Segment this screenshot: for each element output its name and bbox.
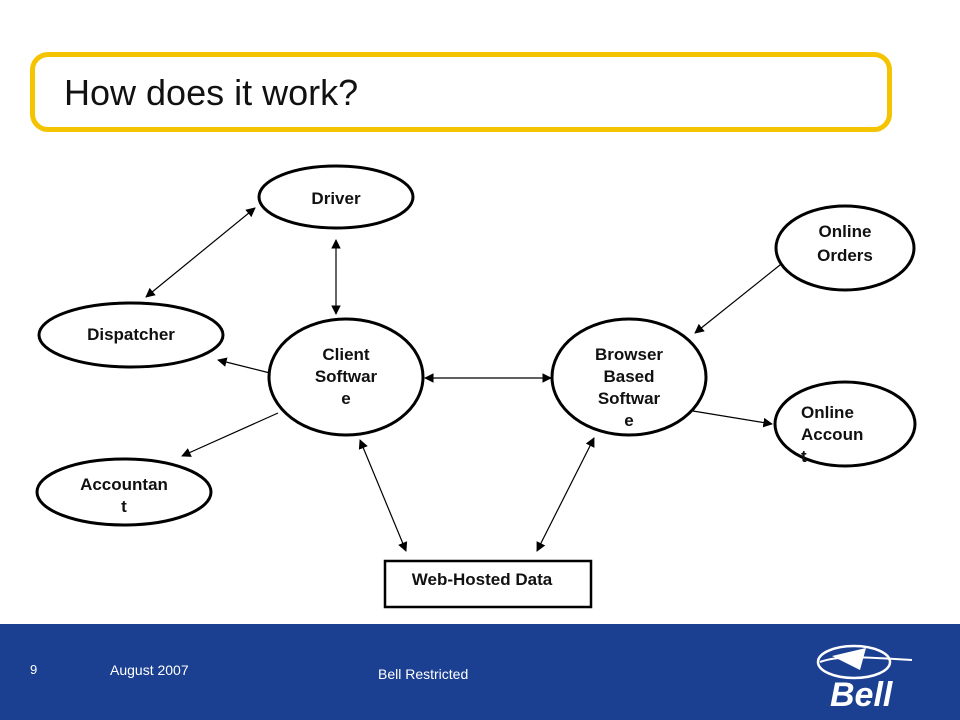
bell-logo: Bell xyxy=(816,644,913,712)
logo-text: Bell xyxy=(830,676,894,712)
arrow-client-dispatcher xyxy=(217,357,271,374)
node-driver: Driver xyxy=(257,164,415,230)
title-frame xyxy=(30,52,892,132)
node-label-line: Dispatcher xyxy=(87,325,175,344)
node-label-line: Browser xyxy=(595,345,663,364)
node-web-hosted-data: Web-Hosted Data xyxy=(383,559,593,609)
classification-label: Bell Restricted xyxy=(378,666,469,682)
arrow-orders-browser xyxy=(694,260,786,334)
footer-date: August 2007 xyxy=(110,662,189,678)
arrow-client-webdata xyxy=(358,439,408,552)
arrow-browser-webdata xyxy=(536,437,595,552)
arrow-browser-account xyxy=(692,410,773,428)
node-label-line: Softwar xyxy=(315,367,378,386)
arrow-driver-dispatcher xyxy=(145,207,256,298)
slide-title: How does it work? xyxy=(64,72,359,113)
svg-text:Driver: Driver xyxy=(311,189,361,208)
node-label-line: Online xyxy=(819,222,872,241)
footer-bar: 9 August 2007 Bell Restricted Bell xyxy=(0,624,960,720)
node-label-line: e xyxy=(624,411,633,430)
node-label-line: e xyxy=(341,389,350,408)
page-number: 9 xyxy=(30,662,38,677)
node-accountant: Accountan t xyxy=(35,457,213,527)
node-dispatcher: Dispatcher xyxy=(37,301,225,369)
node-label-line: Driver xyxy=(311,189,361,208)
node-label-line: Based xyxy=(603,367,654,386)
arrow-client-accountant xyxy=(181,412,279,457)
svg-text:Dispatcher: Dispatcher xyxy=(87,325,175,344)
node-label-line: Web-Hosted Data xyxy=(412,570,553,589)
node-label-line: Client xyxy=(322,345,370,364)
node-label-line: t xyxy=(121,497,127,516)
node-label-line: Orders xyxy=(817,246,873,265)
node-label-line: Online xyxy=(801,403,854,422)
node-label-line: t xyxy=(801,447,807,466)
node-label-line: Accoun xyxy=(801,425,863,444)
node-label-line: Softwar xyxy=(598,389,661,408)
node-label-line: Accountan xyxy=(80,475,168,494)
svg-text:Web-Hosted Data: Web-Hosted Data xyxy=(412,570,553,589)
